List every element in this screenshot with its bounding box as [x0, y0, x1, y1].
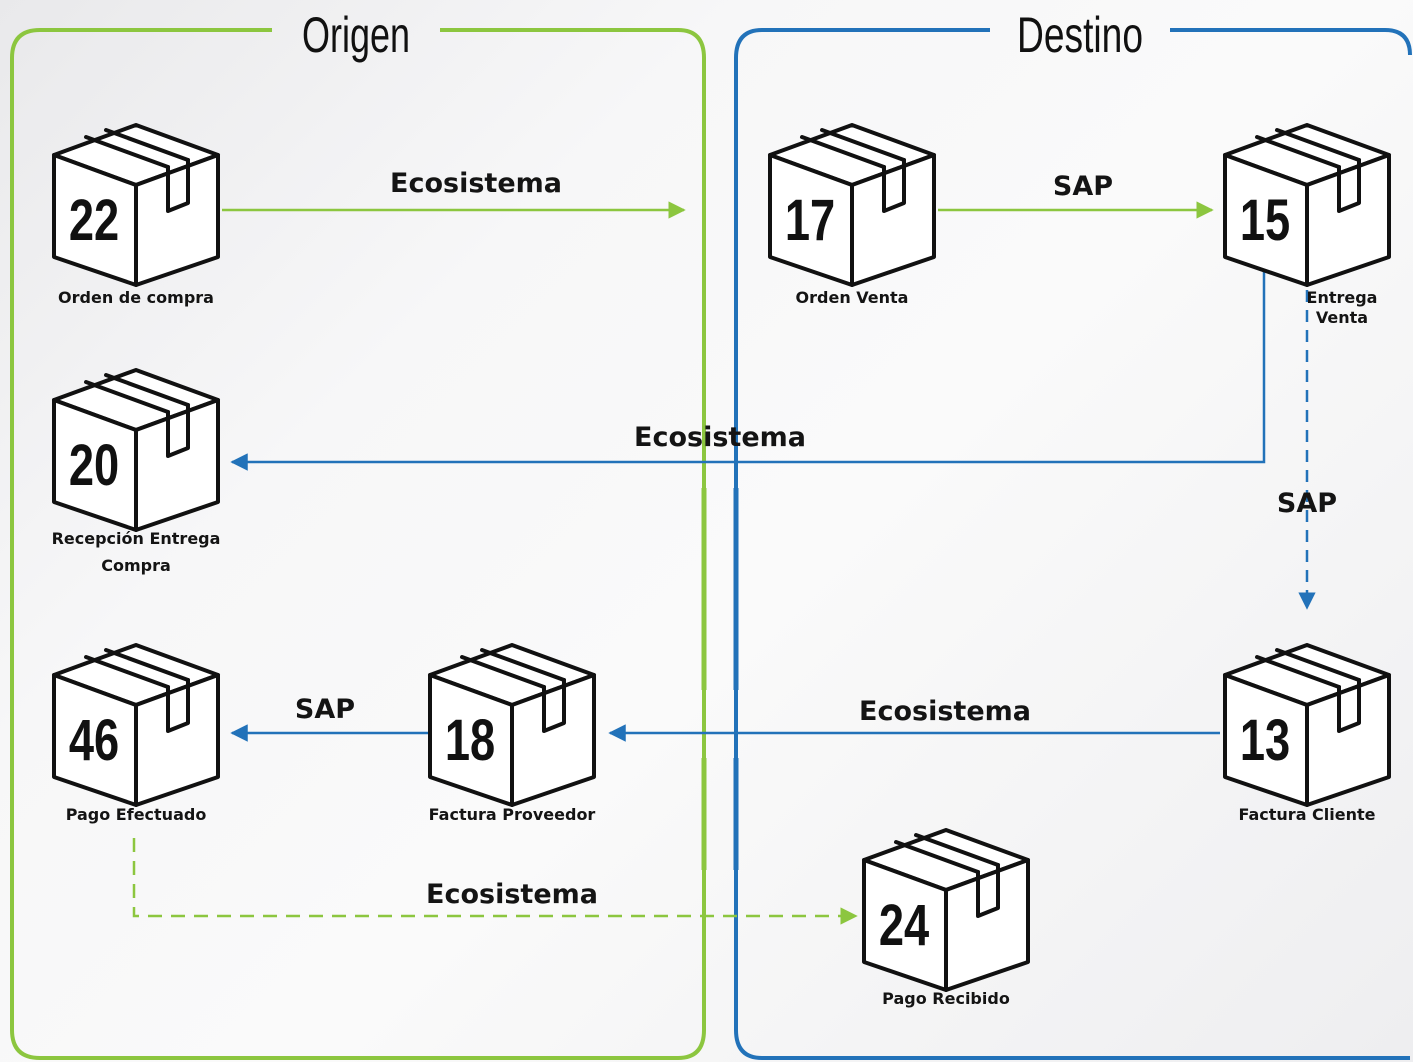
- node-label-recepcion-line1: Recepción Entrega: [52, 529, 221, 548]
- node-number: 13: [1240, 709, 1290, 774]
- edge-fp-to-pe: SAP: [230, 694, 428, 742]
- node-orden-venta: 17: [768, 123, 936, 287]
- edge-fc-to-fp: Ecosistema: [608, 696, 1220, 742]
- node-orden-compra: 22: [52, 123, 220, 287]
- edge-label-oc: Ecosistema: [390, 168, 562, 199]
- node-label-recepcion-line2: Compra: [101, 556, 171, 575]
- node-number: 24: [879, 894, 929, 959]
- edge-label-fp-pe: SAP: [295, 694, 355, 725]
- node-label-factura-proveedor: Factura Proveedor: [429, 805, 596, 824]
- edge-label-ev-fc: SAP: [1277, 488, 1337, 519]
- origen-frame: [10, 28, 706, 1060]
- center-separator: [701, 488, 739, 870]
- edge-label-pe-pr: Ecosistema: [426, 879, 598, 910]
- node-label-pago-efectuado: Pago Efectuado: [66, 805, 207, 824]
- node-pago-efectuado: 46: [52, 643, 220, 807]
- node-recepcion: 20: [52, 368, 220, 532]
- edge-oc-to-destino: Ecosistema: [222, 168, 686, 219]
- node-number: 18: [445, 709, 495, 774]
- node-label-factura-cliente: Factura Cliente: [1238, 805, 1375, 824]
- node-label-entrega-venta-line2: Venta: [1316, 308, 1368, 327]
- edge-label-fc-fp: Ecosistema: [859, 696, 1031, 727]
- node-number: 17: [785, 189, 835, 254]
- node-number: 22: [69, 189, 119, 254]
- node-label-entrega-venta-line1: Entrega: [1307, 288, 1378, 307]
- edge-pe-to-pr: Ecosistema: [132, 838, 858, 925]
- node-number: 20: [69, 434, 119, 499]
- edge-ov-to-ev: SAP: [938, 171, 1214, 219]
- node-number: 15: [1240, 189, 1290, 254]
- node-label-pago-recibido: Pago Recibido: [882, 989, 1010, 1008]
- node-factura-cliente: 13: [1223, 643, 1391, 807]
- edge-label-ev-recepcion: Ecosistema: [634, 422, 806, 453]
- origen-title: Origen: [302, 7, 410, 63]
- edge-label-ov: SAP: [1053, 171, 1113, 202]
- node-label-orden-venta: Orden Venta: [796, 288, 909, 307]
- node-pago-recibido: 24: [862, 828, 1030, 992]
- edge-ev-to-fc: SAP: [1277, 290, 1337, 610]
- edge-ev-to-recepcion: Ecosistema: [230, 258, 1266, 471]
- node-number: 46: [69, 709, 119, 774]
- destino-title: Destino: [1017, 7, 1143, 63]
- node-factura-proveedor: 18: [428, 643, 596, 807]
- node-label-orden-compra: Orden de compra: [58, 288, 214, 307]
- node-entrega-venta: 15: [1223, 123, 1391, 287]
